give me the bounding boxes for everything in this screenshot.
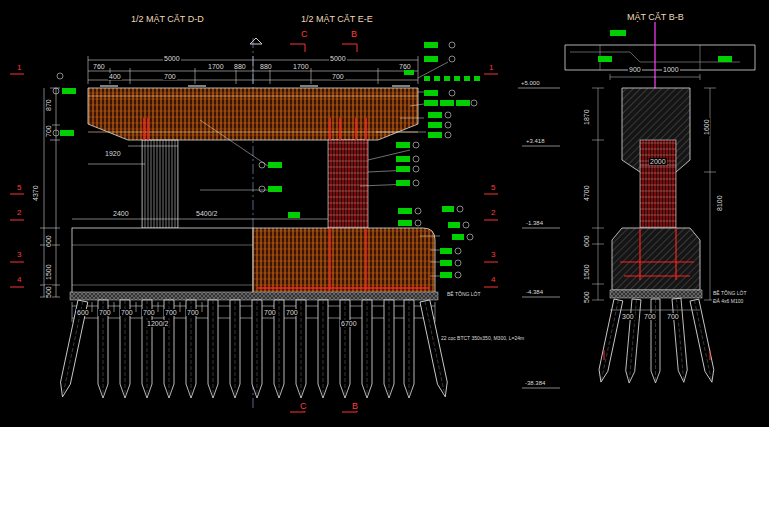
section-number: 3 bbox=[16, 251, 22, 259]
dimension-text: 5000 bbox=[163, 55, 181, 62]
dimension-text: 700 bbox=[98, 309, 112, 316]
dimension-text: 700 bbox=[285, 309, 299, 316]
dimension-text: 700 bbox=[164, 309, 178, 316]
section-number: 2 bbox=[490, 209, 496, 217]
piles bbox=[58, 300, 451, 398]
dimension-text: 1200/2 bbox=[146, 320, 169, 327]
section-title: 1/2 MẶT CẮT E-E bbox=[300, 15, 374, 24]
dimension-text: 700 bbox=[163, 73, 177, 80]
section-number: 1 bbox=[488, 64, 494, 72]
elevation-text: +3.418 bbox=[525, 138, 546, 144]
dimension-text: 1700 bbox=[207, 63, 225, 70]
dimension-text: 700 bbox=[666, 313, 680, 320]
dimension-lines bbox=[40, 56, 435, 322]
section-letter: C bbox=[299, 402, 308, 411]
dimension-text: 2400 bbox=[112, 210, 130, 217]
dimension-text: 600 bbox=[45, 234, 52, 248]
dimension-text: 500 bbox=[45, 285, 52, 299]
footing-half bbox=[72, 228, 253, 297]
section-number: 4 bbox=[490, 276, 496, 284]
dimension-text: 880 bbox=[259, 63, 273, 70]
callout-boxes bbox=[53, 42, 480, 278]
dimension-text: 870 bbox=[45, 98, 52, 112]
lean-concrete bbox=[70, 292, 438, 300]
dimension-text: 1000 bbox=[662, 66, 680, 73]
dimension-text: 5000 bbox=[329, 55, 347, 62]
dimension-text: 900 bbox=[628, 66, 642, 73]
column-starter-bars bbox=[144, 118, 366, 140]
dimension-text: 700 bbox=[120, 309, 134, 316]
elevation-text: -4.384 bbox=[525, 289, 544, 295]
bearing-marks bbox=[100, 86, 410, 87]
dimension-text: 700 bbox=[142, 309, 156, 316]
section-number: 1 bbox=[16, 64, 22, 72]
dimension-text: 4370 bbox=[32, 184, 39, 202]
section-number: 5 bbox=[490, 184, 496, 192]
dimension-text: 880 bbox=[233, 63, 247, 70]
dimension-text: 400 bbox=[108, 73, 122, 80]
dimension-text: 700 bbox=[331, 73, 345, 80]
dimension-text: 600 bbox=[76, 309, 90, 316]
section-title: 1/2 MẶT CẮT D-D bbox=[130, 15, 205, 24]
elevation-text: -38.384 bbox=[524, 380, 546, 386]
note-text: 22 cọc BTCT 350x350, M300, L=24m bbox=[440, 336, 525, 341]
dimension-text: 760 bbox=[398, 63, 412, 70]
column-half bbox=[142, 140, 178, 228]
dimension-text: 700 bbox=[186, 309, 200, 316]
elevation-text: +5.000 bbox=[520, 80, 541, 86]
elevation-marks bbox=[518, 88, 560, 388]
note-text: BÊ TÔNG LÓT bbox=[712, 291, 748, 296]
dimension-text: 700 bbox=[643, 313, 657, 320]
dimension-text: 1500 bbox=[583, 263, 590, 281]
section-title: MẶT CẮT B-B bbox=[626, 13, 685, 22]
section-number: 5 bbox=[16, 184, 22, 192]
dimension-text: 500 bbox=[583, 290, 590, 304]
dimension-text: 760 bbox=[92, 63, 106, 70]
section-number: 3 bbox=[490, 251, 496, 259]
dimension-text: 1920 bbox=[104, 150, 122, 157]
section-number: 4 bbox=[16, 276, 22, 284]
section-b-b bbox=[565, 22, 755, 383]
section-letter: C bbox=[300, 30, 309, 39]
dimension-text: 8100 bbox=[716, 194, 723, 212]
section-number: 2 bbox=[16, 209, 22, 217]
dimension-text: 2000 bbox=[649, 158, 667, 165]
dimension-text: 5400/2 bbox=[195, 210, 218, 217]
dimension-text: 300 bbox=[621, 313, 635, 320]
dimension-text: 1600 bbox=[703, 118, 710, 136]
dimension-text: 6700 bbox=[340, 320, 358, 327]
footing-rebar bbox=[253, 228, 435, 297]
footing-red-bars bbox=[258, 228, 430, 290]
dimension-text: 700 bbox=[45, 124, 52, 138]
column-rebar bbox=[328, 140, 368, 228]
section-letter: B bbox=[350, 30, 358, 39]
background bbox=[0, 0, 769, 427]
section-arrows bbox=[10, 38, 498, 412]
dimension-text: 600 bbox=[583, 234, 590, 248]
note-text: BÊ TÔNG LÓT bbox=[446, 292, 482, 297]
cap-rebar bbox=[88, 96, 418, 132]
dimension-text: 4700 bbox=[583, 184, 590, 202]
footing-lines bbox=[72, 245, 253, 285]
dimension-text: 1700 bbox=[292, 63, 310, 70]
elevation-text: -1.384 bbox=[525, 220, 544, 226]
dimension-text: 1870 bbox=[583, 108, 590, 126]
dimension-text: 1500 bbox=[45, 263, 52, 281]
section-letter: B bbox=[351, 402, 359, 411]
note-text: ĐÁ 4x6 M100 bbox=[712, 299, 744, 304]
cap-beam bbox=[88, 88, 418, 140]
dimension-text: 700 bbox=[263, 309, 277, 316]
